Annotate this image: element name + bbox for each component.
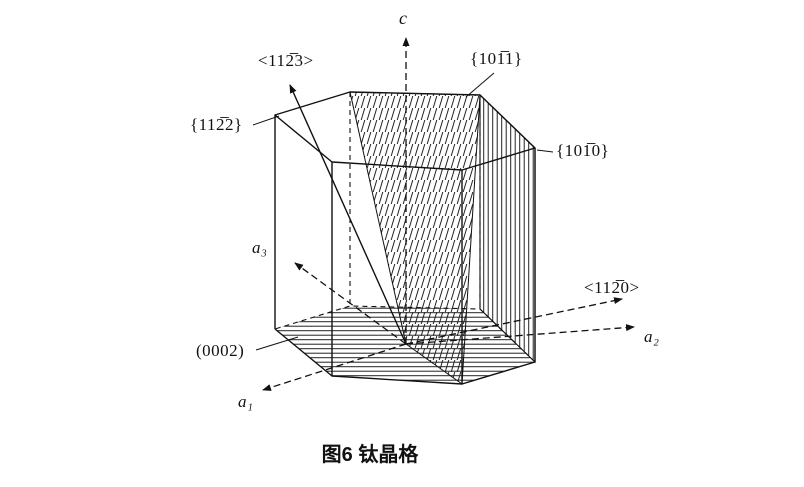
pointer-plane-1122: [252, 115, 280, 126]
plane-1122-label: {112̅2}: [190, 115, 243, 134]
c-axis-label: c: [399, 8, 408, 28]
bottom-front-edges: [274, 328, 536, 385]
direction-1120-label: <112̅0>: [584, 278, 640, 297]
direction-1123-arrow: [289, 84, 407, 345]
pointer-plane-0002: [255, 336, 299, 351]
plane-1010-label: {101̅0}: [556, 141, 610, 160]
a2-axis-label: a₂: [644, 327, 660, 346]
a3-axis-arrow: [294, 262, 407, 345]
visible-edges: [274, 91, 536, 385]
hidden-bottom-back-edges: [274, 305, 536, 363]
axes: [262, 37, 635, 391]
a1-axis-arrow: [262, 343, 407, 391]
a3-axis-label: a₃: [252, 238, 268, 257]
a2-axis-arrow: [405, 324, 635, 345]
hidden-edges: [274, 92, 536, 363]
plane-1011-label: {101̅1}: [470, 49, 523, 68]
figure-caption: 图6 钛晶格: [321, 444, 419, 466]
a1-axis-label: a₁: [238, 392, 254, 411]
label-pointers: [252, 72, 554, 351]
direction-1120-arrow: [405, 297, 623, 345]
pointer-plane-1010: [536, 149, 554, 153]
direction-1123-label: <112̅3>: [258, 51, 314, 70]
plane-0002-label: (0002): [196, 341, 245, 360]
pointer-plane-1011: [465, 72, 495, 98]
